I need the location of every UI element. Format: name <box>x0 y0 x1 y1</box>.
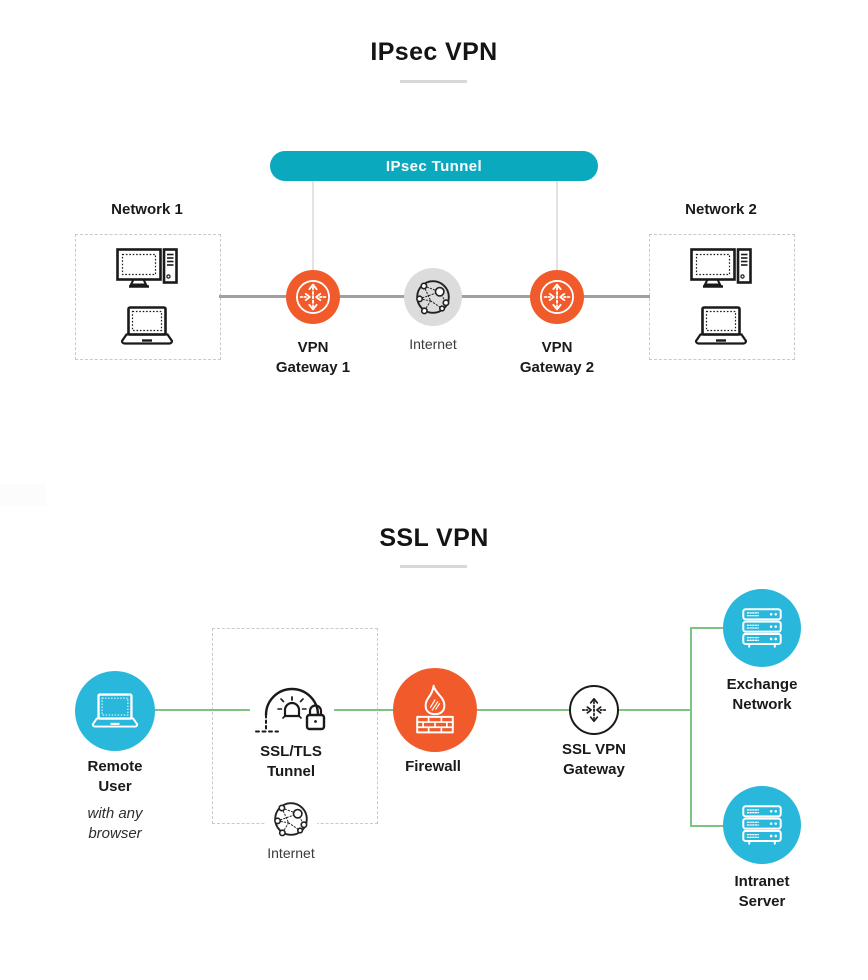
exchange-network-node <box>723 589 801 667</box>
ssl-section-title: SSL VPN <box>379 524 489 552</box>
network1-label: Network 1 <box>111 201 183 218</box>
ipsec-section-title: IPsec VPN <box>370 38 498 66</box>
vpn-gateway2-node <box>530 270 584 324</box>
ssl-branch-bottom-line <box>690 825 726 827</box>
ipsec-title-underline <box>400 80 467 83</box>
globe-network-icon <box>416 280 450 315</box>
ssl-vpn-gateway-label: SSL VPN Gateway <box>562 741 626 778</box>
remote-user-node <box>75 671 155 751</box>
internet-globe-icon <box>265 794 317 844</box>
intranet-server-node <box>723 786 801 864</box>
internet-label: Internet <box>409 336 457 352</box>
edge-artifact <box>0 484 46 506</box>
remote-user-label: Remote User <box>87 758 143 795</box>
laptop-icon <box>120 306 174 351</box>
laptop-icon <box>694 306 748 351</box>
firewall-label: Firewall <box>405 758 461 775</box>
firewall-icon <box>416 684 454 734</box>
ssl-vpn-gateway-node <box>569 685 619 735</box>
firewall-node <box>393 668 477 752</box>
desktop-computer-icon <box>690 248 752 299</box>
ipsec-tunnel-label: IPsec Tunnel <box>385 157 483 175</box>
ssl-tls-tunnel-label: SSL/TLS Tunnel <box>260 743 322 780</box>
tunnel-drop-line-left <box>312 181 314 270</box>
desktop-computer-icon <box>116 248 178 299</box>
network2-label: Network 2 <box>685 201 757 218</box>
exchange-network-label: Exchange Network <box>726 676 798 713</box>
internet-node <box>404 268 462 326</box>
ssl-branch-vertical-line <box>690 627 692 827</box>
router-icon <box>540 280 574 314</box>
vpn-gateway2-label: VPN Gateway 2 <box>519 339 595 376</box>
vpn-gateway1-node <box>286 270 340 324</box>
ssl-tls-tunnel-icon <box>250 666 334 740</box>
remote-user-note: with any browser <box>87 805 143 843</box>
intranet-server-label: Intranet Server <box>734 873 790 910</box>
router-icon <box>296 280 330 314</box>
ssl-branch-top-line <box>690 627 726 629</box>
ssl-internet-label: Internet <box>267 845 315 861</box>
ipsec-tunnel-pill: IPsec Tunnel <box>270 151 598 181</box>
server-stack-icon <box>742 608 782 648</box>
vpn-gateway1-label: VPN Gateway 1 <box>275 339 351 376</box>
server-stack-icon <box>742 805 782 845</box>
router-icon <box>581 697 607 723</box>
laptop-icon <box>91 693 139 728</box>
ssl-title-underline <box>400 565 467 568</box>
tunnel-drop-line-right <box>556 181 558 270</box>
